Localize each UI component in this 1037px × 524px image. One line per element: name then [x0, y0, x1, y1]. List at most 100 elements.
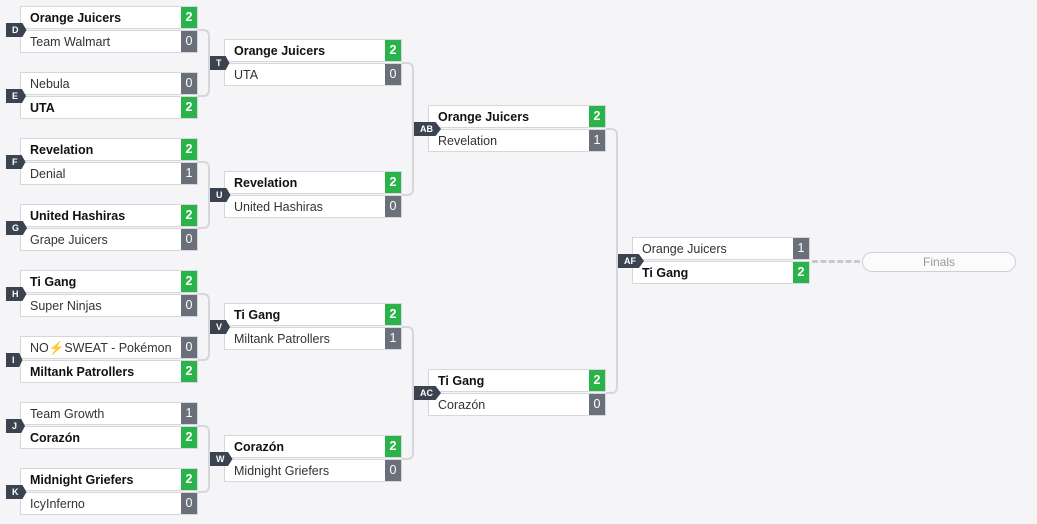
team-name: UTA — [30, 101, 55, 115]
winner-score-badge: 2 — [181, 271, 197, 292]
winner-score-badge: 2 — [181, 7, 197, 28]
team-name: Miltank Patrollers — [234, 332, 330, 346]
match-id-tag: E — [6, 89, 27, 103]
match-id-tag: F — [6, 155, 26, 169]
team-row[interactable]: Corazón 2 — [20, 426, 198, 449]
team-row[interactable]: Revelation 2 — [20, 138, 198, 161]
match-id-tag: K — [6, 485, 27, 499]
winner-score-badge: 2 — [181, 97, 197, 118]
finals-placeholder[interactable]: Finals — [862, 252, 1016, 272]
match-id-tag: AF — [618, 254, 644, 268]
score-badge: 0 — [385, 64, 401, 85]
team-name: UTA — [234, 68, 259, 82]
team-name: Ti Gang — [234, 308, 281, 322]
team-name: Midnight Griefers — [30, 473, 134, 487]
team-row[interactable]: Team Walmart 0 — [20, 30, 198, 53]
score-badge: 0 — [385, 460, 401, 481]
team-row[interactable]: Ti Gang 2 — [428, 369, 606, 392]
team-name: Orange Juicers — [438, 110, 530, 124]
score-badge: 0 — [181, 31, 197, 52]
winner-score-badge: 2 — [181, 205, 197, 226]
match-id-tag: AB — [414, 122, 441, 136]
team-name: Corazón — [30, 431, 80, 445]
score-badge: 1 — [589, 130, 605, 151]
team-name: Nebula — [30, 77, 70, 91]
winner-score-badge: 2 — [589, 106, 605, 127]
team-name: Team Growth — [30, 407, 105, 421]
score-badge: 0 — [385, 196, 401, 217]
team-row[interactable]: United Hashiras 2 — [20, 204, 198, 227]
winner-score-badge: 2 — [181, 427, 197, 448]
team-name: Ti Gang — [30, 275, 77, 289]
team-name: Revelation — [30, 143, 94, 157]
score-badge: 1 — [181, 163, 197, 184]
winner-score-badge: 2 — [181, 139, 197, 160]
team-name: Ti Gang — [438, 374, 485, 388]
winner-score-badge: 2 — [181, 361, 197, 382]
team-row[interactable]: Team Growth 1 — [20, 402, 198, 425]
finals-connector — [812, 260, 860, 263]
team-name: Revelation — [438, 134, 498, 148]
team-name: Miltank Patrollers — [30, 365, 135, 379]
score-badge: 1 — [181, 403, 197, 424]
match-id-tag: I — [6, 353, 23, 367]
team-name: United Hashiras — [30, 209, 126, 223]
team-name: Corazón — [438, 398, 486, 412]
team-name: Super Ninjas — [30, 299, 102, 313]
team-row[interactable]: Revelation 1 — [428, 129, 606, 152]
score-badge: 0 — [181, 295, 197, 316]
score-badge: 0 — [589, 394, 605, 415]
score-badge: 1 — [793, 238, 809, 259]
team-row[interactable]: Corazón 2 — [224, 435, 402, 458]
match-id-tag: AC — [414, 386, 441, 400]
team-row[interactable]: Miltank Patrollers 2 — [20, 360, 198, 383]
team-row[interactable]: UTA 2 — [20, 96, 198, 119]
team-row[interactable]: Corazón 0 — [428, 393, 606, 416]
team-row[interactable]: Orange Juicers 1 — [632, 237, 810, 260]
winner-score-badge: 2 — [385, 436, 401, 457]
match-id-tag: J — [6, 419, 26, 433]
team-name: Corazón — [234, 440, 284, 454]
team-name: Revelation — [234, 176, 298, 190]
team-row[interactable]: Orange Juicers 2 — [428, 105, 606, 128]
match-id-tag: W — [210, 452, 233, 466]
winner-score-badge: 2 — [589, 370, 605, 391]
match-id-tag: U — [210, 188, 231, 202]
team-row[interactable]: UTA 0 — [224, 63, 402, 86]
team-row[interactable]: Super Ninjas 0 — [20, 294, 198, 317]
team-name: Team Walmart — [30, 35, 111, 49]
team-name: Orange Juicers — [642, 242, 727, 256]
team-row[interactable]: Ti Gang 2 — [20, 270, 198, 293]
match-id-tag: V — [210, 320, 231, 334]
